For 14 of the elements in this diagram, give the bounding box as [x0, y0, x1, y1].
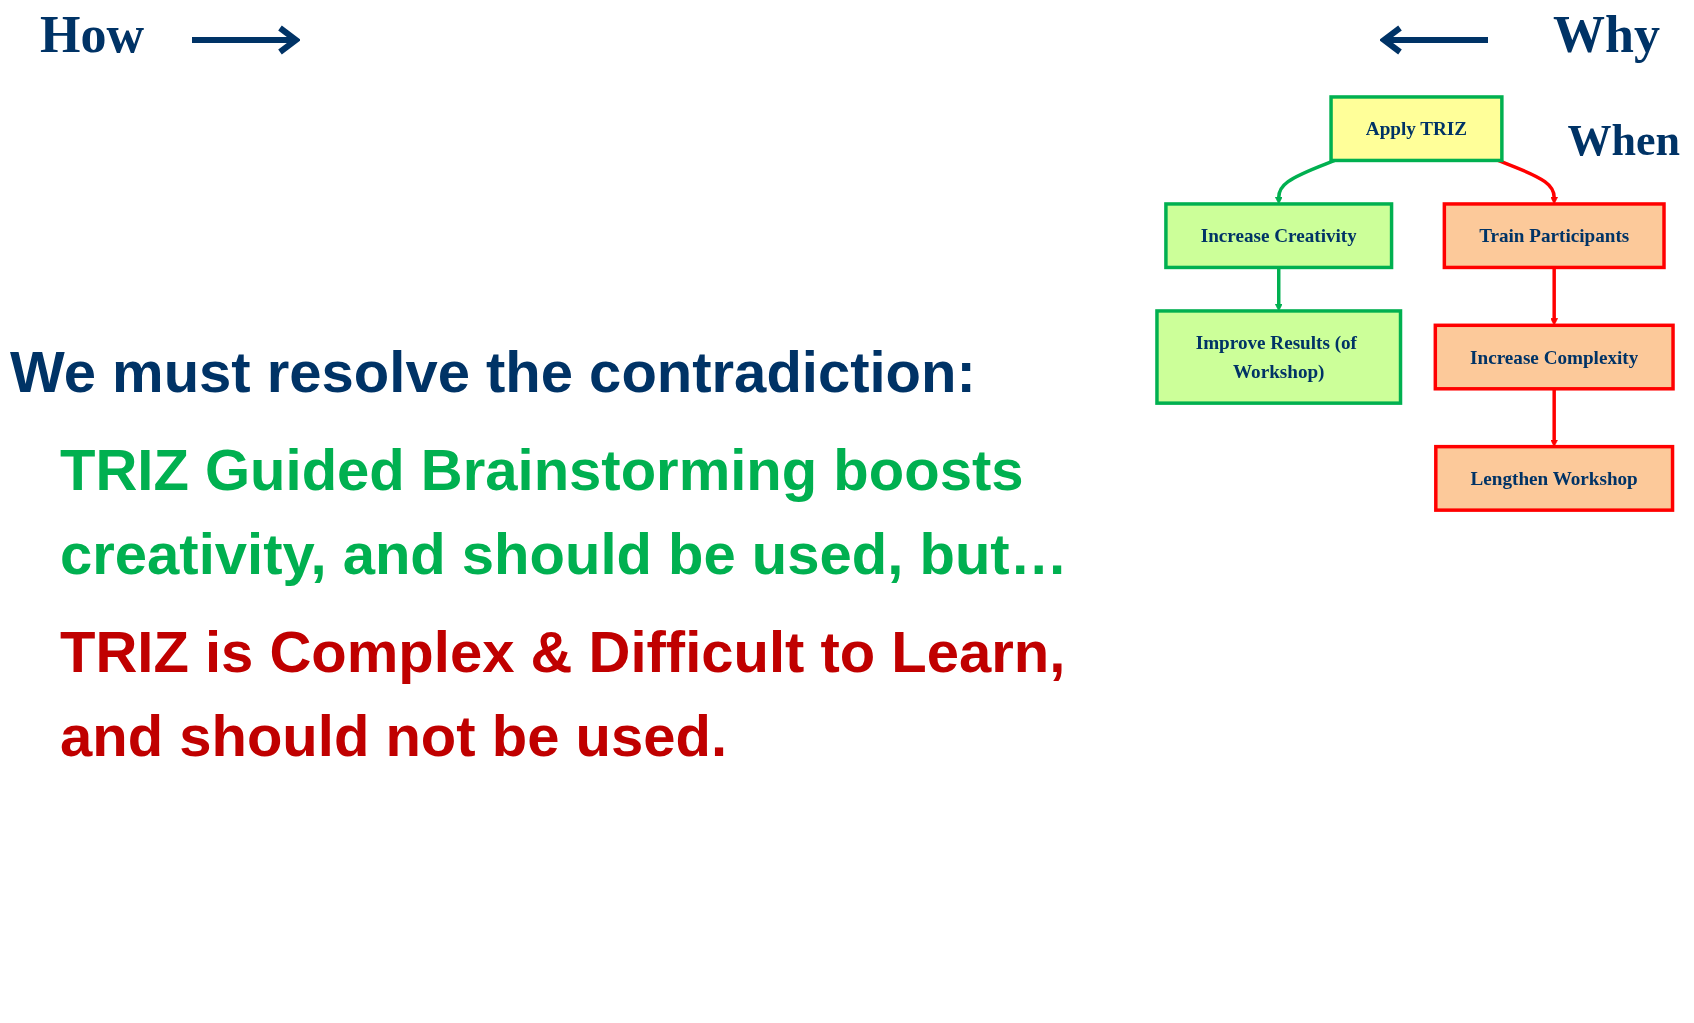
node-box: Improve Results (of Workshop) [1155, 309, 1403, 405]
direction-label: Why [1553, 5, 1660, 64]
node-box: Increase Complexity [1433, 323, 1675, 391]
node-box: Train Participants [1442, 202, 1666, 270]
bullet-point: TRIZ Guided Brainstorming boosts creativity, and should be used, but… [59, 436, 1069, 589]
arrow [1550, 388, 1558, 447]
bullet-point: TRIZ is Complex & Difficult to Learn, and should not be used. [59, 618, 1067, 771]
node-box: Apply TRIZ [1329, 95, 1504, 163]
arrow [1550, 267, 1558, 326]
direction-label: How [40, 5, 144, 64]
heading-text: We must resolve the contradiction: [10, 338, 977, 406]
direction-label: When [1567, 115, 1680, 166]
node-box: Increase Creativity [1164, 202, 1394, 270]
node-box: Lengthen Workshop [1434, 444, 1675, 512]
